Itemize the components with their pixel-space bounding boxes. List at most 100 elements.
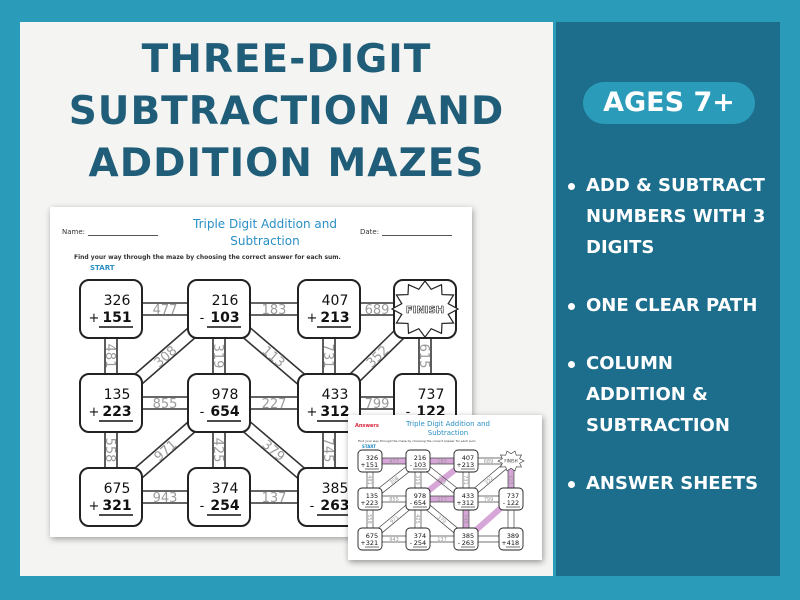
path-number: 481: [102, 344, 117, 369]
path-number: 971: [152, 437, 181, 465]
path-number: 113: [436, 475, 447, 486]
cell-top-number: 978: [212, 387, 239, 403]
cell-bottom-number: 151: [366, 461, 378, 469]
date-label: Date:: [360, 228, 380, 236]
cell-operator: +: [307, 405, 318, 420]
burst-icon: [390, 279, 460, 339]
bullet-icon: [568, 303, 575, 310]
maze-cell: [498, 487, 524, 511]
cell-operator: -: [200, 311, 205, 326]
maze-cell: [357, 449, 383, 473]
cell-top-number: 216: [212, 293, 239, 309]
path-number: 425: [414, 514, 420, 524]
answer-sheet-title: Triple Digit Addition and Subtraction: [406, 420, 490, 437]
maze-cell: [453, 449, 479, 473]
path-number: 799: [365, 397, 390, 412]
cell-operator: +: [456, 500, 461, 507]
cell-bottom-number: 321: [366, 539, 378, 547]
path-number: 137: [437, 537, 447, 543]
cell-top-number: 675: [104, 481, 131, 497]
path-number: 855: [389, 497, 399, 503]
title-line-2: SUBTRACTION AND: [68, 89, 505, 134]
cell-operator: -: [503, 500, 505, 507]
feature-item: ONE CLEAR PATH: [566, 290, 776, 321]
path-number: 745: [462, 514, 468, 524]
path-number: 558: [366, 514, 372, 524]
cell-bottom-number: 103: [414, 461, 426, 469]
start-label: START: [362, 444, 376, 449]
cell-operator: -: [200, 499, 205, 514]
cell-operator: +: [360, 540, 365, 547]
path-number: 308: [152, 343, 181, 371]
date-line: [382, 229, 453, 236]
feature-text: COLUMN ADDITION & SUBTRACTION: [586, 353, 730, 436]
path-number: 943: [153, 491, 178, 506]
feature-text: ANSWER SHEETS: [586, 473, 759, 494]
cell-top-number: 433: [462, 492, 474, 500]
maze-cell: [498, 527, 524, 551]
cell-top-number: 374: [212, 481, 239, 497]
cell-top-number: 385: [462, 532, 474, 540]
path-number: 425: [210, 438, 225, 463]
maze-cell: [357, 527, 383, 551]
cell-operator: -: [406, 405, 411, 420]
path-number: 227: [262, 397, 287, 412]
path-number: 379: [436, 514, 447, 525]
maze-cell: [297, 279, 361, 339]
path-number: 943: [389, 537, 399, 543]
title-line-3: ADDITION MAZES: [88, 141, 485, 186]
answer-sheet-instructions: Find your way through the maze by choosi…: [358, 439, 477, 443]
maze-cell: [187, 373, 251, 433]
cell-bottom-number: 103: [210, 310, 239, 326]
answer-sheet-preview: Answers Triple Digit Addition and Subtra…: [348, 415, 542, 560]
maze-cell: [79, 467, 143, 527]
path-number: 558: [102, 438, 117, 463]
cell-bottom-number: 223: [102, 404, 131, 420]
maze-cell: [79, 373, 143, 433]
cell-operator: +: [89, 405, 100, 420]
cell-bottom-number: 321: [102, 498, 131, 514]
path-number: 319: [414, 475, 420, 485]
cell-top-number: 135: [104, 387, 131, 403]
start-label: START: [90, 264, 115, 272]
cell-bottom-number: 254: [210, 498, 239, 514]
cell-bottom-number: 418: [507, 539, 519, 547]
path-number: 477: [389, 459, 399, 465]
cell-top-number: 389: [507, 532, 519, 540]
path-number: 731: [320, 344, 335, 369]
cell-top-number: 737: [507, 492, 519, 500]
path-number: 113: [259, 343, 288, 371]
maze-cell: [79, 279, 143, 339]
main-title: THREE-DIGIT SUBTRACTION AND ADDITION MAZ…: [20, 34, 553, 190]
feature-item: ANSWER SHEETS: [566, 468, 776, 499]
name-field: Name:: [62, 228, 159, 236]
feature-item: COLUMN ADDITION & SUBTRACTION: [566, 348, 776, 441]
feature-text: ONE CLEAR PATH: [586, 295, 758, 316]
worksheet-instructions: Find your way through the maze by choosi…: [74, 254, 341, 261]
cell-operator: +: [89, 499, 100, 514]
cell-operator: +: [89, 311, 100, 326]
cell-operator: -: [410, 540, 412, 547]
answers-label: Answers: [355, 423, 379, 429]
cell-top-number: 374: [414, 532, 426, 540]
path-number: 799: [484, 497, 494, 503]
maze-cell: [187, 279, 251, 339]
title-line-1: THREE-DIGIT: [141, 37, 432, 82]
cell-operator: +: [307, 311, 318, 326]
feature-item: ADD & SUBTRACT NUMBERS WITH 3 DIGITS: [566, 170, 776, 263]
burst-icon: [497, 450, 525, 472]
path-number: 227: [437, 497, 447, 503]
maze-cell: [453, 487, 479, 511]
cell-operator: -: [310, 499, 315, 514]
path-number: 615: [416, 344, 431, 369]
path-number: 745: [320, 438, 335, 463]
cell-operator: -: [200, 405, 205, 420]
cell-top-number: 135: [366, 492, 378, 500]
path-number: 352: [364, 343, 392, 371]
path-number: 971: [389, 514, 400, 525]
cell-top-number: 407: [462, 454, 474, 462]
path-number: 615: [507, 475, 513, 485]
feature-list: ADD & SUBTRACT NUMBERS WITH 3 DIGITS ONE…: [566, 170, 776, 526]
